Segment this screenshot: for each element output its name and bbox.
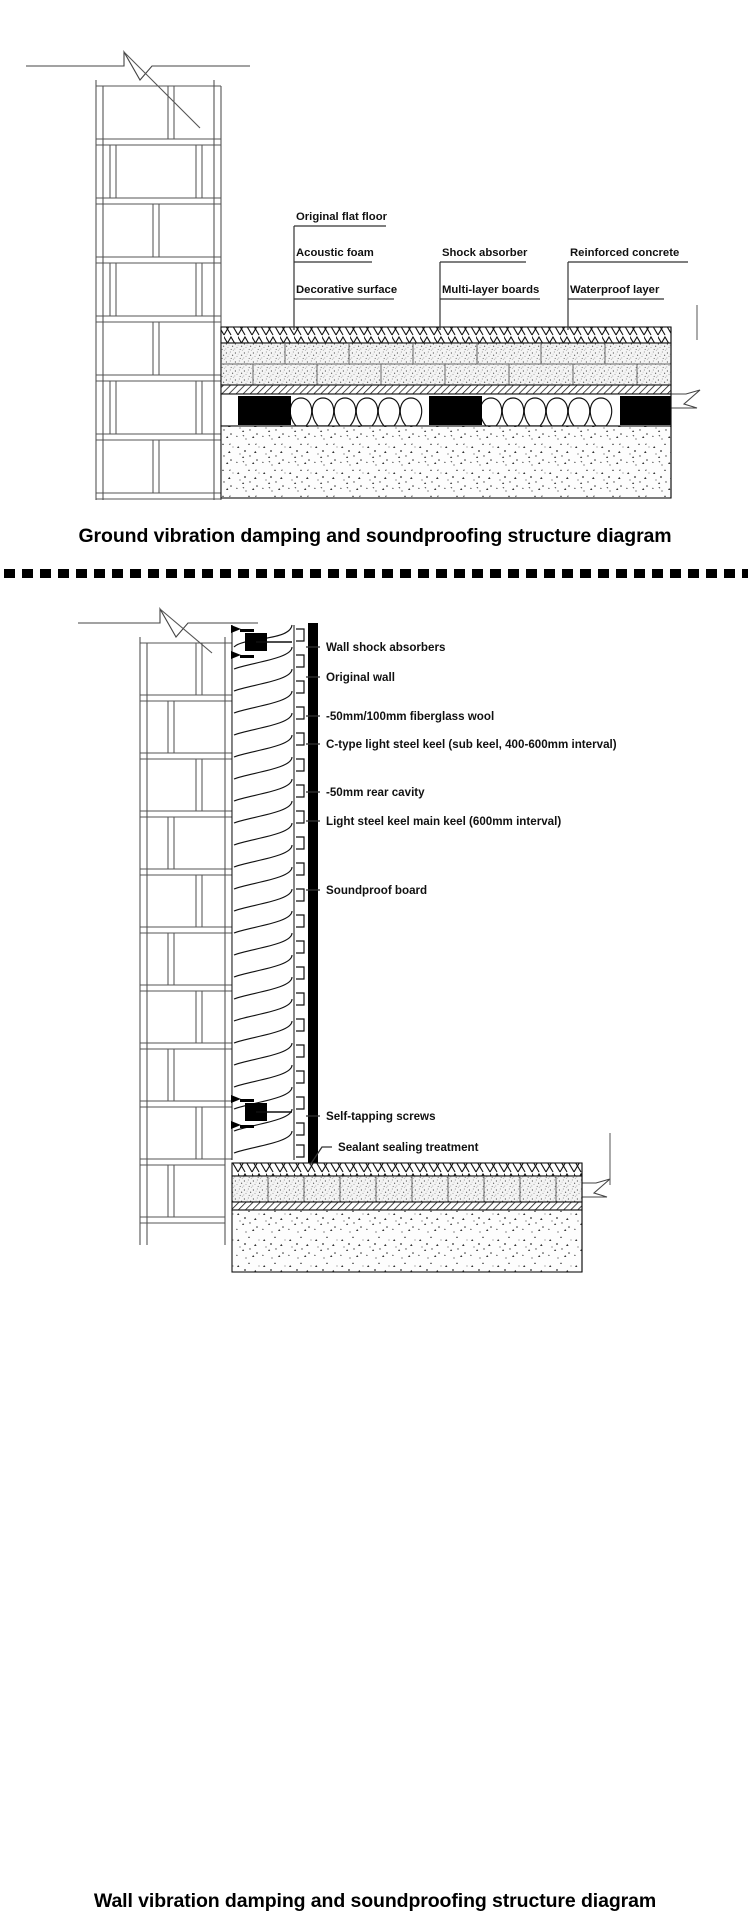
layer-decorative-surface: [220, 326, 672, 344]
wall-base-floor: [231, 1133, 611, 1273]
wall-structure-drawing: Wall shock absorbers Original wall -50mm…: [78, 606, 617, 1273]
label-original-flat-floor: Original flat floor: [296, 211, 388, 223]
label-soundproof-board: Soundproof board: [326, 884, 427, 897]
label-acoustic-foam: Acoustic foam: [296, 247, 374, 259]
shock-absorber-blocks: [238, 396, 671, 425]
layer-reinforced-concrete: [220, 425, 672, 499]
layer-fiberglass-wool: [231, 624, 295, 1160]
label-main-keel: Light steel keel main keel (600mm interv…: [326, 815, 561, 828]
break-symbol-top: [26, 49, 250, 129]
label-waterproof-layer: Waterproof layer: [570, 284, 660, 296]
section-divider: [4, 569, 748, 578]
layer-acoustic-foam-cavity: [220, 393, 672, 427]
label-rear-cavity: -50mm rear cavity: [326, 786, 425, 799]
acoustic-foam-loops: [289, 397, 613, 427]
break-symbol-wall-right: [582, 1178, 611, 1198]
wall-diagram-caption: Wall vibration damping and soundproofing…: [93, 1890, 657, 1912]
layer-soundproof-board: [308, 623, 318, 1163]
wall-diagram-panel: Wall shock absorbers Original wall -50mm…: [0, 585, 750, 1912]
label-reinforced-concrete: Reinforced concrete: [570, 247, 679, 259]
label-wall-shock-absorbers: Wall shock absorbers: [326, 641, 445, 654]
break-symbol-right: [671, 389, 701, 409]
label-group-right: Reinforced concrete Waterproof layer: [567, 247, 688, 330]
ground-structure-drawing: Original flat floor Acoustic foam Decora…: [26, 49, 701, 500]
wall-shock-absorber-top: [231, 625, 292, 659]
label-multi-layer-boards: Multi-layer boards: [442, 284, 539, 296]
label-shock-absorber: Shock absorber: [442, 247, 528, 259]
fiberglass-wool-loops: [233, 624, 293, 1154]
wall-shock-absorber-bottom: [231, 1095, 292, 1129]
label-sealant-sealing: Sealant sealing treatment: [338, 1141, 479, 1154]
label-decorative-surface: Decorative surface: [296, 284, 397, 296]
ground-diagram-caption: Ground vibration damping and soundproofi…: [78, 525, 672, 547]
label-fiberglass-wool: -50mm/100mm fiberglass wool: [326, 710, 494, 723]
label-group-left: Original flat floor Acoustic foam Decora…: [293, 211, 397, 330]
light-steel-keel-profiles: [296, 628, 305, 1158]
layer-multi-layer-boards: [220, 342, 672, 386]
label-original-wall: Original wall: [326, 671, 395, 684]
label-c-type-light-steel-keel: C-type light steel keel (sub keel, 400-6…: [326, 738, 617, 751]
ground-diagram-panel: Original flat floor Acoustic foam Decora…: [0, 0, 750, 565]
label-self-tapping-screws: Self-tapping screws: [326, 1110, 436, 1123]
layer-waterproof: [220, 384, 672, 395]
break-symbol-wall-top: [78, 606, 258, 654]
label-group-middle: Shock absorber Multi-layer boards: [439, 247, 540, 330]
original-brick-wall: [78, 606, 258, 1245]
wall-label-group: [306, 646, 332, 1166]
brick-wall-left: [26, 49, 250, 500]
